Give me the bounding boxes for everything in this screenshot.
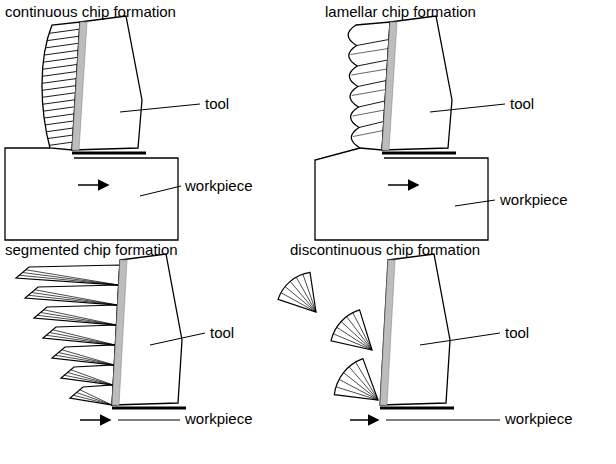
lamella-line bbox=[352, 110, 384, 116]
part-label: workpiece bbox=[500, 192, 568, 209]
segment-line bbox=[62, 350, 114, 365]
part-label: tool bbox=[205, 96, 229, 113]
lamella-line bbox=[359, 122, 384, 128]
panel-title: lamellar chip formation bbox=[325, 4, 476, 21]
leader-line bbox=[140, 186, 181, 196]
chip-segment bbox=[70, 385, 113, 405]
feed-arrow bbox=[350, 419, 378, 421]
lamella-line bbox=[351, 49, 389, 55]
part-label: tool bbox=[210, 325, 234, 342]
segment-line bbox=[35, 290, 118, 305]
panel-title: segmented chip formation bbox=[5, 242, 178, 259]
segment-line bbox=[59, 353, 115, 366]
panel-title: discontinuous chip formation bbox=[290, 242, 480, 259]
rake-face bbox=[112, 260, 127, 405]
tool-body bbox=[382, 16, 452, 150]
workpiece-outline bbox=[315, 148, 488, 240]
workpiece-outline bbox=[5, 148, 178, 240]
segment-line bbox=[77, 393, 113, 406]
part-label: workpiece bbox=[185, 411, 253, 428]
segment-line bbox=[53, 330, 116, 345]
lamellar-panel bbox=[315, 16, 488, 240]
chip-segment bbox=[61, 365, 114, 385]
part-label: tool bbox=[505, 325, 529, 342]
lamella-line bbox=[358, 81, 386, 87]
segment-line bbox=[23, 273, 119, 286]
segment-line bbox=[64, 375, 113, 385]
segmented-panel bbox=[16, 254, 186, 420]
tool-body bbox=[72, 16, 142, 150]
cut-surface bbox=[382, 152, 456, 155]
lamella-line bbox=[352, 90, 386, 96]
discontinuous-panel bbox=[278, 254, 500, 420]
lamella-line bbox=[351, 69, 387, 75]
leader-line bbox=[150, 333, 205, 345]
segment-line bbox=[71, 370, 113, 385]
leader-line bbox=[386, 419, 500, 420]
leader-lines bbox=[120, 104, 505, 345]
tool-body bbox=[112, 254, 182, 405]
part-label: workpiece bbox=[185, 178, 253, 195]
chip-segment bbox=[43, 325, 116, 345]
fragment-outline bbox=[331, 310, 372, 350]
chip-fragment bbox=[278, 272, 316, 312]
cut-surface bbox=[380, 407, 454, 410]
segment-line bbox=[41, 313, 117, 326]
panel-title: continuous chip formation bbox=[5, 4, 176, 21]
segment-line bbox=[50, 333, 116, 346]
fragment-line bbox=[353, 313, 372, 350]
fragment-line bbox=[344, 373, 378, 400]
fragment-line bbox=[337, 327, 372, 350]
leader-line bbox=[120, 104, 200, 112]
segment-line bbox=[32, 293, 118, 306]
part-label: workpiece bbox=[505, 411, 573, 428]
fragment-outline bbox=[278, 272, 316, 312]
rake-face bbox=[380, 260, 395, 405]
segment-line bbox=[80, 390, 112, 405]
chip-segment bbox=[52, 345, 115, 365]
chip-segment bbox=[34, 305, 118, 325]
leader-line bbox=[455, 200, 495, 206]
chip-fragment bbox=[331, 310, 372, 350]
part-label: tool bbox=[510, 96, 534, 113]
fragment-line bbox=[347, 317, 372, 350]
cut-surface bbox=[72, 152, 146, 155]
feed-arrow bbox=[80, 419, 110, 421]
chip-segment bbox=[16, 265, 120, 285]
leader-line bbox=[118, 419, 180, 420]
fragment-line bbox=[349, 367, 378, 400]
leader-line bbox=[430, 104, 505, 112]
fragment-outline bbox=[334, 359, 378, 400]
feed-arrow bbox=[78, 184, 108, 186]
lamella-line bbox=[358, 101, 385, 107]
segment-line bbox=[68, 373, 114, 386]
tool-body bbox=[380, 254, 450, 405]
rake-face bbox=[382, 22, 397, 150]
lamella-line bbox=[357, 40, 389, 46]
cut-surface bbox=[112, 407, 186, 410]
chip-segment bbox=[25, 285, 119, 305]
fragment-line bbox=[356, 362, 378, 400]
fragment-line bbox=[303, 274, 316, 312]
segment-line bbox=[26, 270, 119, 285]
chip-fragment bbox=[334, 359, 378, 400]
segment-line bbox=[44, 310, 117, 325]
feed-arrow bbox=[388, 184, 418, 186]
fragment-line bbox=[341, 322, 372, 350]
continuous-panel bbox=[5, 16, 178, 240]
rake-face bbox=[72, 22, 87, 150]
segment-line bbox=[73, 395, 112, 405]
lamella-line bbox=[353, 131, 383, 137]
leader-line bbox=[420, 333, 500, 345]
fragment-line bbox=[290, 281, 316, 312]
lamella-line bbox=[357, 60, 387, 66]
